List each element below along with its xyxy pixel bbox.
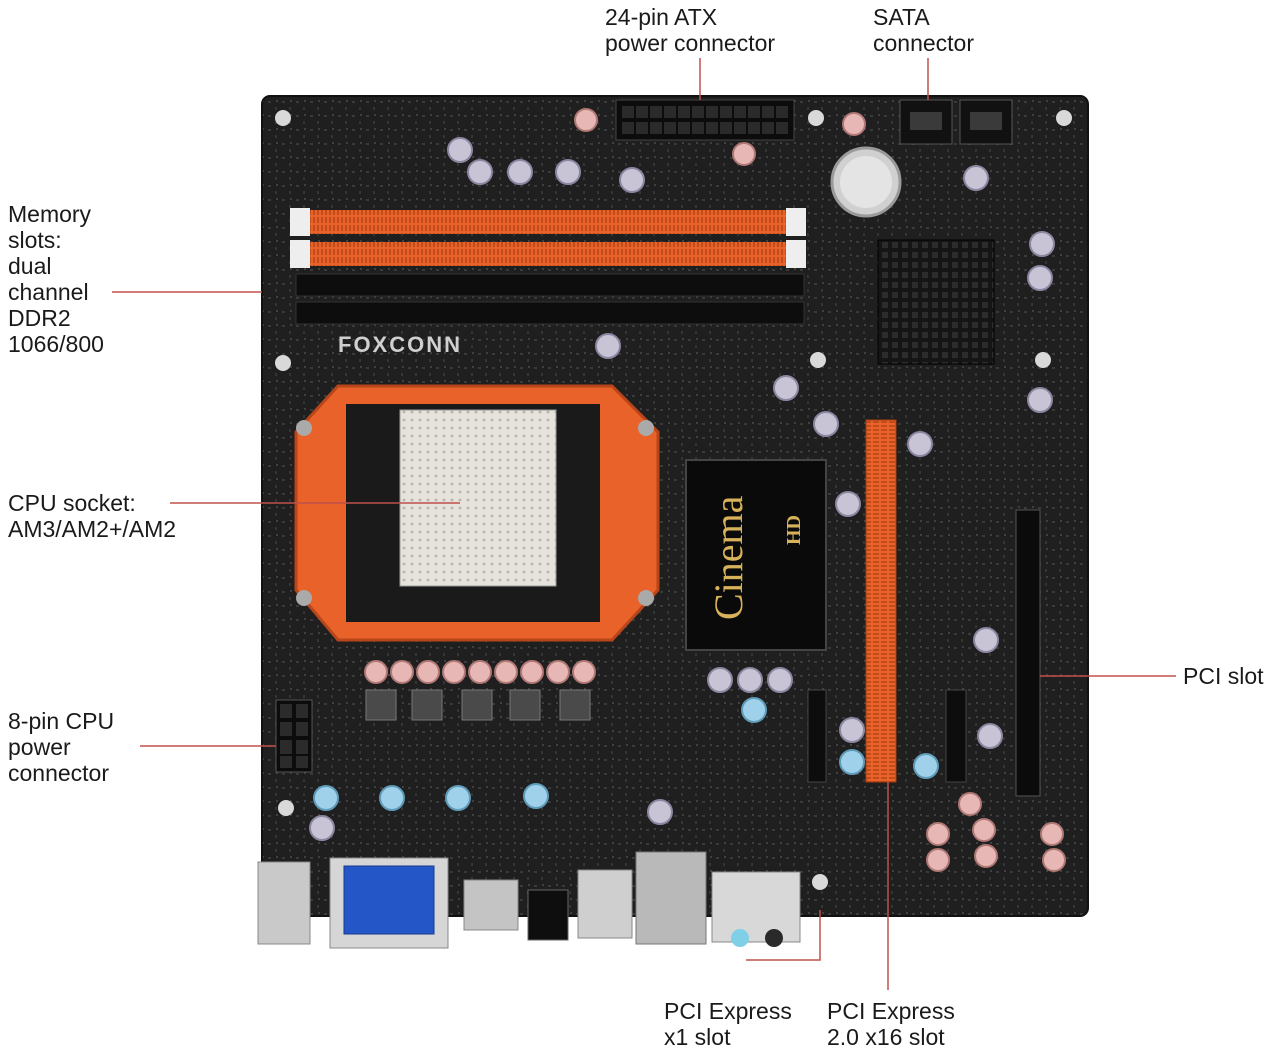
svg-text:HD: HD <box>783 515 805 545</box>
mounting-holes <box>275 110 1072 890</box>
pcie-x1-slot <box>807 689 827 783</box>
leader-lines <box>112 58 1176 990</box>
cpu-power-label: 8-pin CPU power connector <box>8 708 115 786</box>
rear-io-panel <box>257 851 801 949</box>
cpu-socket <box>294 384 660 642</box>
atx-power-label: 24-pin ATX power connector <box>605 4 776 56</box>
pcie-x16-slot <box>865 419 897 783</box>
memory-label: Memory slots: dual channel DDR2 1066/800 <box>8 201 104 357</box>
capacitors <box>309 137 1055 841</box>
pci-slot-label: PCI slot <box>1183 663 1264 689</box>
cpu-8pin-connector <box>275 699 313 773</box>
northbridge-heatsink <box>877 239 995 365</box>
capacitors-blue <box>313 697 939 811</box>
svg-text:Cinema: Cinema <box>706 495 751 620</box>
memory-slots <box>290 208 806 325</box>
pcie-x1-label: PCI Express x1 slot <box>664 998 792 1050</box>
atx-24pin-connector <box>615 99 795 141</box>
sata-connectors <box>899 99 1013 145</box>
power-chokes <box>365 689 591 721</box>
pci-slot <box>1015 509 1041 797</box>
capacitors-red <box>364 108 1066 872</box>
cpu-socket-label: CPU socket: AM3/AM2+/AM2 <box>8 490 177 542</box>
sata-label: SATA connector <box>873 4 975 56</box>
pcie-x16-label: PCI Express 2.0 x16 slot <box>827 998 955 1050</box>
brand-logo: FOXCONN <box>338 332 462 357</box>
cinema-hd-chip: Cinema HD <box>685 459 827 651</box>
